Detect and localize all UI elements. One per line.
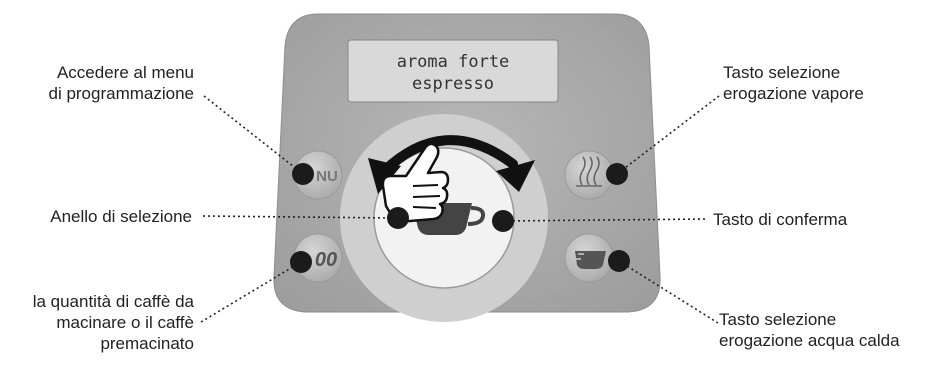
marker-ring [387,207,409,229]
leader-lines [200,95,720,324]
steam-button[interactable] [564,150,614,200]
hot-water-button[interactable] [564,233,614,283]
callout-menu: Accedere al menu di programmazione [48,62,194,104]
callout-menu-line-2: di programmazione [48,84,194,103]
callout-ring-line-1: Anello di selezione [50,207,192,226]
marker-confirm [492,210,514,232]
callout-markers [290,163,630,273]
lcd-display: aroma forte espresso [347,39,559,103]
callout-quantity-line-2: macinare o il caffè [56,313,194,332]
callout-quantity-line-3: premacinato [100,334,194,353]
menu-button-label: NU [316,168,338,185]
display-line-2: espresso [412,74,494,94]
hot-water-icon [575,251,606,269]
callout-hot-water-line-2: erogazione acqua calda [719,331,900,350]
coffee-beans-icon: 00 [315,249,337,271]
callout-steam: Tasto selezione erogazione vapore [723,62,864,104]
callout-hot-water: Tasto selezione erogazione acqua calda [719,309,900,351]
steam-icon [576,156,602,187]
callout-confirm: Tasto di conferma [713,209,847,230]
display-line-1: aroma forte [397,52,510,72]
callout-hot-water-line-1: Tasto selezione [719,310,837,329]
marker-steam [606,163,628,185]
callout-steam-line-2: erogazione vapore [723,84,864,103]
callout-quantity: la quantità di caffè da macinare o il ca… [33,291,194,354]
callout-ring: Anello di selezione [50,206,192,227]
callout-steam-line-1: Tasto selezione [723,63,841,82]
callout-menu-line-1: Accedere al menu [56,63,194,82]
marker-menu [292,163,314,185]
marker-hot-water [608,250,630,272]
marker-quantity [290,251,312,273]
hand-pointer-icon [381,142,450,223]
callout-confirm-line-1: Tasto di conferma [713,210,848,229]
callout-quantity-line-1: la quantità di caffè da [32,292,194,311]
rotation-arrow-icon [368,135,535,194]
